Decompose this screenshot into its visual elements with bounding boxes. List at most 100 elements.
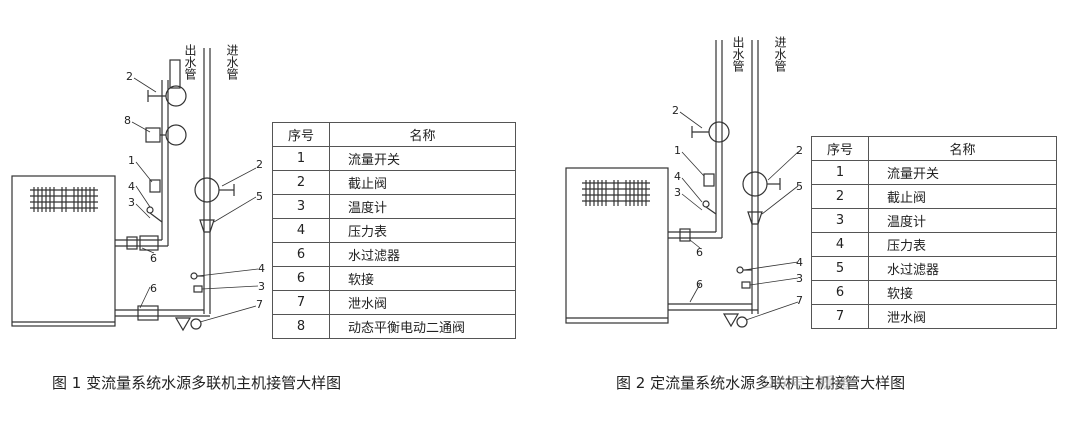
actuator	[145, 127, 161, 143]
row-number: 7	[272, 290, 330, 315]
unit-cabinet	[11, 175, 116, 327]
row-number: 6	[272, 242, 330, 267]
drain-valve	[174, 317, 192, 332]
callout: 3	[258, 280, 265, 293]
row-number: 2	[272, 170, 330, 195]
callout: 7	[796, 294, 803, 307]
row-number: 6	[272, 266, 330, 291]
row-name: 温度计	[329, 194, 516, 219]
stop-valve-outlet	[165, 85, 187, 107]
water-strainer	[199, 219, 215, 233]
outlet-pipe	[668, 40, 723, 242]
row-name: 截止阀	[868, 184, 1057, 209]
table-header-row: 序号 名称	[272, 122, 516, 147]
water-strainer	[747, 211, 763, 225]
drain-valve	[722, 313, 740, 328]
row-number: 2	[811, 184, 869, 209]
row-number: 1	[811, 160, 869, 185]
row-name: 泄水阀	[329, 290, 516, 315]
inlet-pipe	[668, 40, 759, 314]
callout: 1	[128, 154, 135, 167]
callout: 3	[796, 272, 803, 285]
row-number: 3	[811, 208, 869, 233]
outlet-pipe-label: 出水管	[731, 36, 745, 73]
piping-diagram-2: 出水管 进水管 2 1 4 3 6 6 2 5 4 3 7	[565, 36, 803, 328]
row-name: 软接	[868, 280, 1057, 305]
header-number: 序号	[811, 136, 869, 161]
callout: 5	[256, 190, 263, 203]
row-number: 8	[272, 314, 330, 339]
row-number: 3	[272, 194, 330, 219]
row-number: 4	[811, 232, 869, 257]
callout: 6	[150, 282, 157, 295]
vent-grille	[582, 180, 650, 206]
callout: 2	[126, 70, 133, 83]
row-name: 动态平衡电动二通阀	[329, 314, 516, 339]
callout: 2	[796, 144, 803, 157]
piping-diagram-1: 出水管 进水管 2 8 1 4 3 6 6 2 5 4 3 7	[11, 44, 265, 332]
outlet-pipe	[115, 80, 169, 251]
row-number: 6	[811, 280, 869, 305]
callout: 6	[150, 252, 157, 265]
inlet-pipe	[115, 48, 211, 321]
table-header-row: 序号 名称	[811, 136, 1057, 161]
stop-valve-inlet	[742, 171, 768, 197]
figure-caption: 图 2 定流量系统水源多联机主机接管大样图	[616, 374, 906, 392]
row-name: 压力表	[868, 232, 1057, 257]
outlet-pipe-label: 出水管	[183, 44, 197, 81]
flow-switch	[703, 173, 715, 187]
callout: 4	[796, 256, 803, 269]
callout: 1	[674, 144, 681, 157]
row-name: 温度计	[868, 208, 1057, 233]
stop-valve-outlet	[708, 121, 730, 143]
vent-grille	[30, 187, 98, 212]
row-number: 5	[811, 256, 869, 281]
figure-caption: 图 1 变流量系统水源多联机主机接管大样图	[52, 374, 342, 392]
watermark: 公众号 · 暖通	[760, 374, 850, 392]
inlet-pipe-label: 进水管	[773, 36, 787, 73]
callout: 6	[696, 278, 703, 291]
row-name: 软接	[329, 266, 516, 291]
row-name: 泄水阀	[868, 304, 1057, 329]
row-name: 截止阀	[329, 170, 516, 195]
header-name: 名称	[329, 122, 516, 147]
header-number: 序号	[272, 122, 330, 147]
callout: 7	[256, 298, 263, 311]
unit-cabinet	[565, 167, 669, 324]
row-name: 水过滤器	[329, 242, 516, 267]
callout: 2	[672, 104, 679, 117]
row-name: 水过滤器	[868, 256, 1057, 281]
balancing-valve	[165, 124, 187, 146]
inlet-pipe-label: 进水管	[225, 44, 239, 81]
callout: 4	[258, 262, 265, 275]
callout: 3	[674, 186, 681, 199]
callout: 5	[796, 180, 803, 193]
row-name: 流量开关	[868, 160, 1057, 185]
stop-valve-inlet	[194, 177, 220, 203]
row-number: 1	[272, 146, 330, 171]
callout: 6	[696, 246, 703, 259]
callout: 4	[128, 180, 135, 193]
row-name: 流量开关	[329, 146, 516, 171]
callout: 2	[256, 158, 263, 171]
row-name: 压力表	[329, 218, 516, 243]
callout: 4	[674, 170, 681, 183]
callout: 3	[128, 196, 135, 209]
header-name: 名称	[868, 136, 1057, 161]
